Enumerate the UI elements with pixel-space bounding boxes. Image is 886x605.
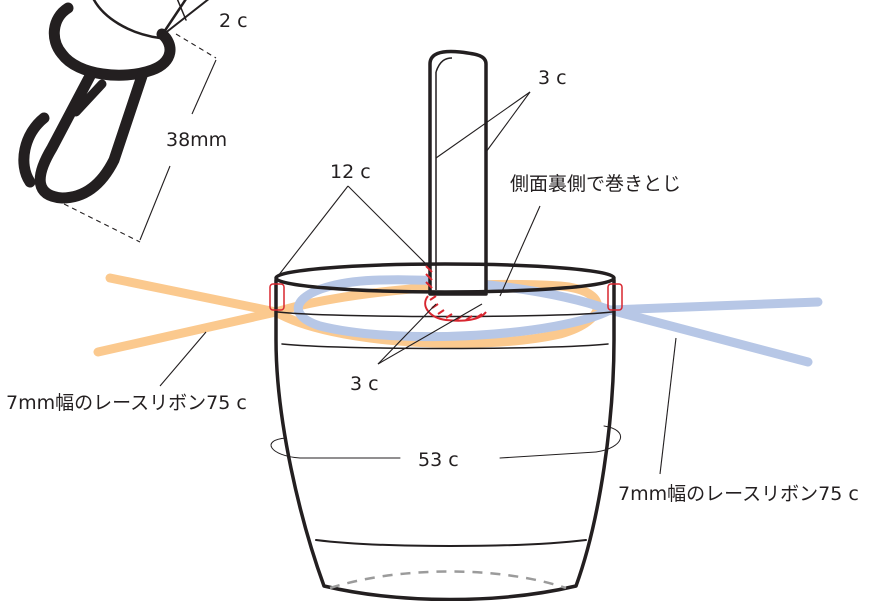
bag-body-icon — [270, 262, 622, 602]
ribbon-blue — [293, 275, 823, 367]
label-hook-width: 2 c — [219, 10, 248, 32]
label-handle-inset: 3 c — [350, 373, 379, 395]
label-circumference: 53 c — [418, 449, 459, 471]
label-hook-length: 38mm — [166, 129, 227, 151]
leader-lines — [159, 91, 677, 475]
snap-hook-icon — [18, 0, 210, 204]
whip-stitch — [424, 265, 487, 322]
label-ribbon-left: 7mm幅のレースリボン75 c — [6, 392, 247, 414]
label-stitch-note: 側面裏側で巻きとじ — [510, 173, 681, 195]
hook-length-dimension — [55, 33, 217, 243]
handle-strap-icon — [428, 49, 488, 296]
label-ribbon-right: 7mm幅のレースリボン75 c — [618, 483, 859, 505]
bottom-hem-dashed — [329, 570, 567, 590]
label-handle-span: 12 c — [330, 161, 371, 183]
label-handle-width: 3 c — [538, 67, 567, 89]
rim-tab-markers — [269, 283, 623, 311]
